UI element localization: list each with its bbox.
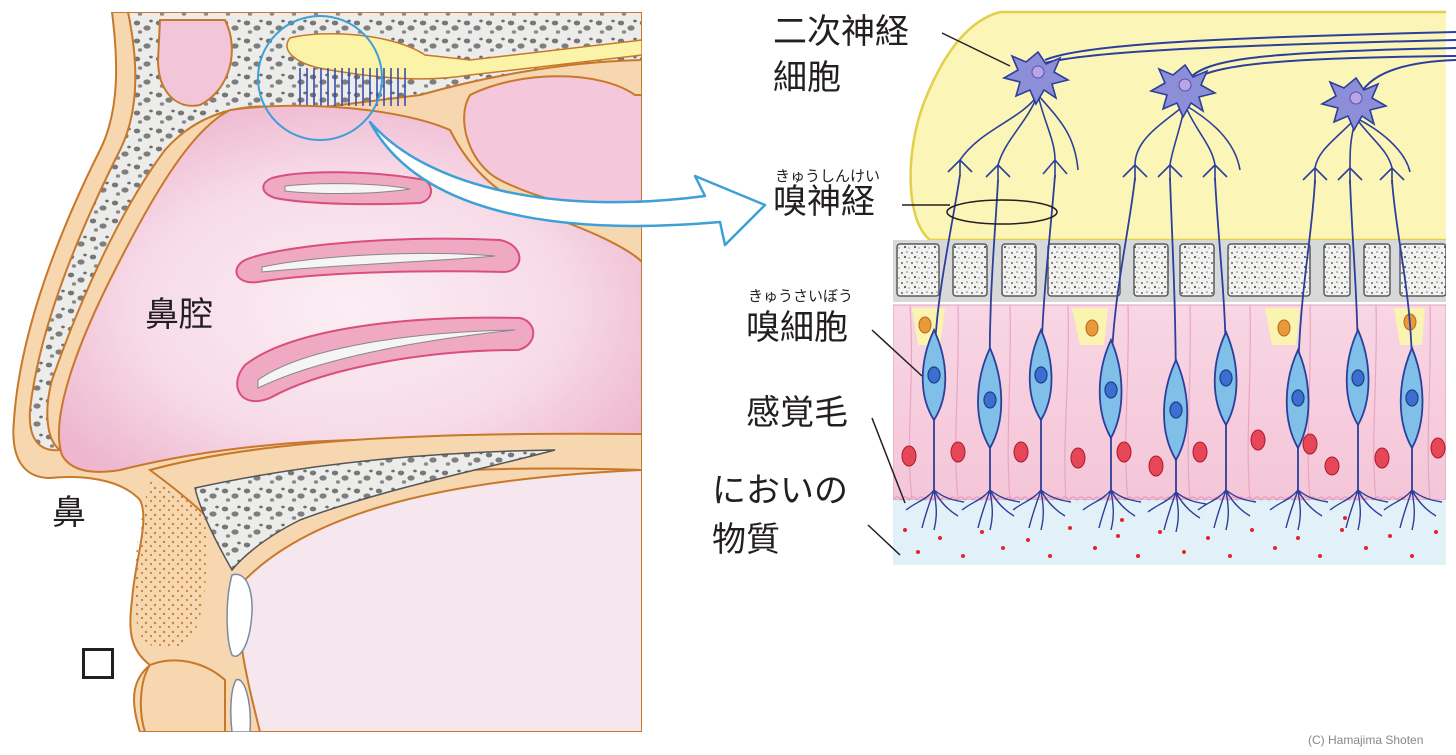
olfactory-cell-ruby: きゅうさいぼう xyxy=(748,287,854,305)
inferior-turbinate xyxy=(236,316,535,403)
secondary-neuron-label-line2: 細胞 xyxy=(773,58,841,98)
olfactory-cell-label: 嗅細胞 xyxy=(746,308,848,348)
olfactory-cell-bodies xyxy=(905,327,1443,533)
upper-incisor xyxy=(226,573,253,657)
cilia-fringe xyxy=(893,496,1406,502)
sensory-hair-label: 感覚毛 xyxy=(746,393,848,433)
olfactory-bulb xyxy=(909,10,1446,242)
lower-incisor xyxy=(230,678,252,732)
glomerular-branches xyxy=(947,94,1411,184)
oral-cavity xyxy=(238,468,642,732)
nasal-bone xyxy=(28,12,642,452)
leader-lines xyxy=(867,32,1058,556)
secondary-neurons xyxy=(1001,50,1389,132)
odor-substance-label-line2: 物質 xyxy=(712,520,780,560)
upper-lip xyxy=(133,480,207,650)
olfactory-bulb-left xyxy=(286,32,642,80)
callout-arrow-icon xyxy=(368,120,767,247)
nose-label: 鼻 xyxy=(52,493,86,533)
secondary-neuron-label-line1: 二次神経 xyxy=(773,12,909,52)
olfactory-nerve-ruby: きゅうしんけい xyxy=(775,167,881,185)
olfactory-nerve-label: 嗅神経 xyxy=(773,182,875,222)
empty-square-icon xyxy=(82,648,114,679)
supporting-cell-nuclei xyxy=(901,429,1446,477)
nasal-cavity-section xyxy=(0,12,642,732)
nasal-cavity-label: 鼻腔 xyxy=(145,295,213,335)
turbinates xyxy=(235,171,535,403)
sensory-hairs xyxy=(905,489,1443,533)
magnify-circle xyxy=(257,15,383,141)
lower-lip xyxy=(139,659,226,732)
odor-substance-label-line1: においの xyxy=(712,471,848,511)
frontal-sinus xyxy=(156,19,233,107)
copyright-text: (C) Hamajima Shoten xyxy=(1308,733,1424,747)
odor-molecules xyxy=(903,516,1438,558)
bone-blocks xyxy=(896,243,1446,297)
maxilla-bone xyxy=(194,449,556,572)
cribriform-plate xyxy=(299,68,406,106)
supporting-cell-borders xyxy=(908,304,1431,501)
